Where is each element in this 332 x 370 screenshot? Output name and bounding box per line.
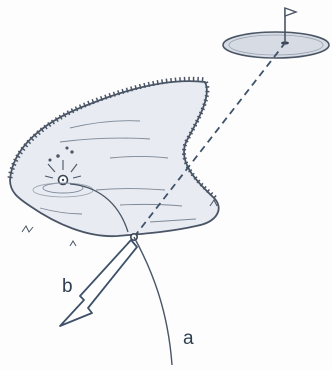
label-a: a	[183, 328, 194, 349]
swing-path-a	[134, 237, 172, 365]
bunker	[10, 79, 219, 246]
label-b: b	[62, 276, 73, 297]
bunker-sand	[10, 81, 219, 236]
